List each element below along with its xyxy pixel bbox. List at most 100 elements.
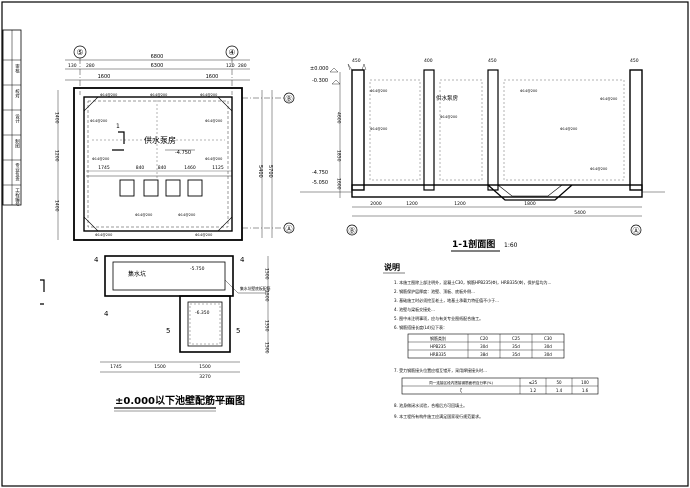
rebar-tag: Φ14@200 [590, 167, 607, 171]
table-cell: C25 [512, 336, 520, 341]
rebar-tag: Φ14@200 [90, 119, 107, 123]
section-dim-left: 4600 [336, 112, 342, 124]
rebar-tag: Φ14@200 [195, 233, 212, 237]
plan-dim-right: 5400 [257, 165, 263, 178]
rebar-tag: Φ14@200 [205, 119, 222, 123]
section-dim-top: 450 [352, 58, 361, 64]
note-item: 7. 受力钢筋接头位置应相互错开，采用焊接接头时... [394, 367, 487, 373]
lap-length-table: 钢筋类别 C20 C25 C30 HPB235 30d 35d 30d HRB3… [407, 333, 565, 359]
title-block-cell: 设计 [15, 113, 20, 125]
rebar-tag: Φ14@200 [178, 213, 195, 217]
sump-dim-bottom: 1745 [110, 364, 122, 370]
section-elev: -0.300 [312, 78, 328, 84]
section-mark: 4 [104, 310, 109, 318]
sump-label: 集水坑 [128, 270, 146, 278]
section-dim-bottom: 2000 [370, 201, 382, 207]
rebar-tag: Φ14@200 [205, 157, 222, 161]
section-mark: 5 [236, 327, 240, 335]
plan-dim-top: 120 [226, 63, 235, 69]
note-item: 5. 图中未注明事项，应与有关专业图纸配合施工。 [394, 315, 483, 321]
table-cell: 1.4 [556, 388, 563, 393]
table-cell: 1.2 [530, 388, 537, 393]
plan-dim-row: 840 [158, 165, 167, 171]
plan-view: ⑤ ④ 6800 6300 130 280 120 280 1600 1600 … [40, 45, 295, 412]
section-mark: 4 [240, 256, 245, 264]
plan-axis-left: ⑤ [76, 48, 83, 57]
pump-foundations [86, 175, 232, 197]
lap-factor-table: 同一连接区段内搭接钢筋面积百分率(%) ≤25 50 100 ζ 1.2 1.4… [401, 377, 599, 395]
plan-dim-row: 1745 [98, 165, 110, 171]
table-cell: 同一连接区段内搭接钢筋面积百分率(%) [429, 380, 493, 385]
rebar-tag: Φ14@200 [135, 213, 152, 217]
plan-dim-top: 280 [238, 63, 247, 69]
plan-axis-bottom: Ⓐ [286, 225, 293, 233]
rebar-tag: Φ14@200 [440, 115, 457, 119]
sump-note: 集水坑壁底板配筋 [240, 286, 271, 291]
rebar-tag: Φ14@200 [520, 89, 537, 93]
note-item: 4. 池壁与梁板交接处... [394, 306, 435, 312]
section-dim-bottom: 5400 [574, 210, 586, 216]
sump-dim-right: 1500 [264, 268, 270, 280]
section-elev: -4.750 [312, 170, 328, 176]
plan-scale: 1:60 [220, 399, 234, 406]
title-block-cell: 专业负责 [15, 162, 20, 183]
plan-dim-top: 280 [86, 63, 95, 69]
plan-dim-right: 5700 [267, 165, 273, 178]
note-item: 9. 本工程所有构件施工应满足国家现行规范要求。 [394, 413, 483, 419]
table-cell: 30d [544, 352, 552, 357]
plan-room-label: 供水泵房 [144, 135, 176, 145]
sump-dim-bottom: 1500 [154, 364, 166, 370]
table-cell: 38d [480, 352, 488, 357]
notes-block: 说明 1. 本施工图除上部注明外，混凝土C30，钢筋HPB235(Φ)，HRB3… [383, 262, 599, 419]
table-cell: ≤25 [529, 380, 538, 385]
section-rebar-tags: Φ14@200 Φ14@200 Φ14@200 Φ14@200 Φ14@200 … [370, 89, 617, 171]
rebar-tag: Φ14@200 [560, 127, 577, 131]
plan-dim-row: 1125 [212, 165, 224, 171]
plan-drawing-title: ±0.000以下池壁配筋平面图 [115, 394, 245, 407]
table-cell: 1.6 [582, 388, 589, 393]
section-room-label: 供水泵房 [436, 94, 459, 102]
rebar-tag: Φ14@200 [600, 97, 617, 101]
plan-dim-top: 1600 [98, 74, 111, 80]
section-axis-left: Ⓑ [349, 227, 356, 235]
sump-dim-bottom: 1500 [199, 364, 211, 370]
rebar-tag: Φ14@200 [150, 93, 167, 97]
table-cell: 35d [512, 344, 520, 349]
table-cell: HRB335 [430, 352, 447, 357]
section-dim-bottom: 1200 [454, 201, 466, 207]
section-scale: 1:60 [504, 242, 518, 249]
section-dim-bottom: 1800 [524, 201, 536, 207]
plan-dim-row: 840 [136, 165, 145, 171]
table-cell: 30d [480, 344, 488, 349]
section-mark: 4 [94, 256, 99, 264]
sump-elev: -6.350 [195, 310, 210, 316]
section-dim-left: 1600 [336, 178, 342, 190]
section-dim-top: 450 [488, 58, 497, 64]
rebar-tag: Φ14@200 [92, 157, 109, 161]
plan-dim-left: 1400 [54, 200, 60, 212]
table-cell: C20 [480, 336, 488, 341]
section-axis-right: Ⓐ [633, 227, 640, 235]
rebar-tag: Φ14@200 [370, 127, 387, 131]
plan-dim-left: 1400 [54, 112, 60, 124]
rebar-tags: Φ14@200 Φ14@200 Φ14@200 Φ14@200 Φ14@200 … [90, 93, 222, 237]
notes-heading: 说明 [384, 262, 400, 272]
note-item: 3. 基础施工时必须挖至老土，地基土承载力特征值不小于... [394, 297, 499, 303]
table-cell: C30 [544, 336, 552, 341]
plan-dim-left: 1200 [54, 150, 60, 162]
table-cell: 30d [544, 344, 552, 349]
title-block-cell: 工程编号 [15, 188, 20, 208]
plan-axis-right: ④ [228, 48, 235, 57]
rebar-tag: Φ14@200 [100, 93, 117, 97]
table-cell: 50 [556, 380, 562, 385]
section-mark: 1 [116, 123, 120, 130]
plan-dim-top: 1600 [206, 74, 219, 80]
title-block-cell: 校对 [15, 88, 20, 99]
sump-dim-right: 1500 [264, 342, 270, 354]
table-cell: 100 [581, 380, 589, 385]
section-dim-bottom: 1200 [406, 201, 418, 207]
section-dim-top: 400 [424, 58, 433, 64]
table-cell: ζ [460, 388, 462, 393]
table-cell: 35d [512, 352, 520, 357]
